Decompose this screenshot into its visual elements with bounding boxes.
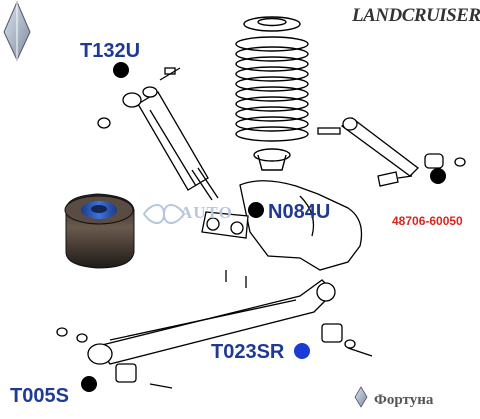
- marker-t005s: [81, 376, 97, 392]
- marker-t132u: [113, 62, 129, 78]
- label-part-number: 48706-60050: [392, 214, 463, 228]
- brand-diamond-icon: [3, 0, 31, 62]
- lower-trailing-arm: [56, 270, 373, 389]
- marker-n084u: [248, 202, 264, 218]
- marker-t023sr: [294, 343, 310, 359]
- label-t132u: T132U: [80, 40, 141, 62]
- watermark: AUTO: [180, 203, 233, 222]
- label-t005s: T005S: [10, 385, 69, 407]
- watermark-infinity-icon: [142, 204, 186, 224]
- label-t023sr: T023SR: [211, 341, 285, 363]
- coil-spring: [235, 16, 309, 171]
- axle-housing: [201, 180, 363, 271]
- bushing-photo: [64, 193, 135, 269]
- marker-part: [430, 168, 446, 184]
- footer-diamond-icon: [354, 386, 368, 408]
- shock-absorber: [97, 67, 219, 201]
- brand-logo: LANDCRUISER: [352, 5, 480, 26]
- company-name: Фортуна: [374, 392, 434, 408]
- label-n084u: N084U: [268, 201, 331, 223]
- upper-control-arm: [317, 117, 466, 187]
